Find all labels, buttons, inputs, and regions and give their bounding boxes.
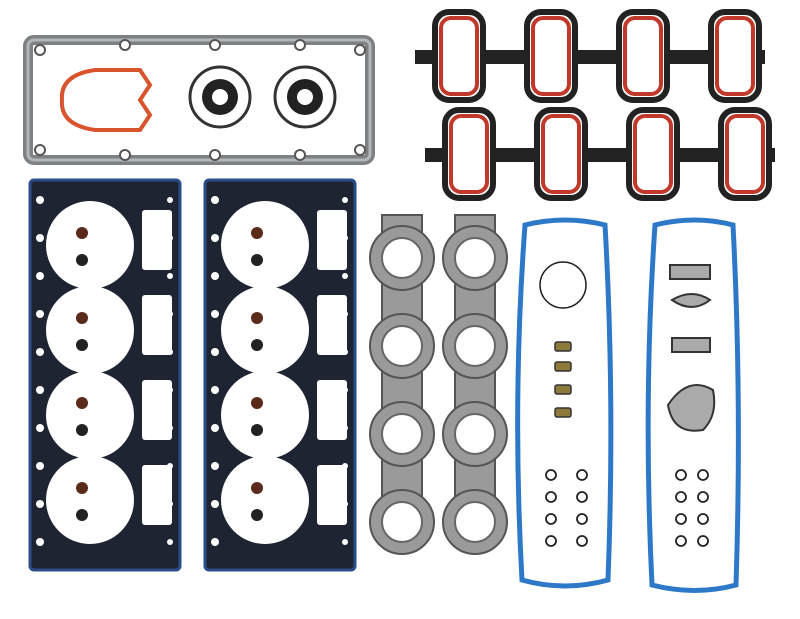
exhaust-port — [381, 237, 423, 279]
intake-gasket — [425, 107, 775, 201]
small-parts — [539, 261, 716, 547]
cylinder-bore — [221, 286, 309, 374]
head-gasket — [28, 178, 182, 572]
valley-cover-gasket — [23, 35, 375, 165]
cylinder-bore — [46, 286, 134, 374]
exhaust-gasket — [442, 214, 508, 555]
cylinder-bore — [221, 201, 309, 289]
cylinder-head-gaskets — [28, 178, 357, 572]
orange-seal — [59, 68, 153, 132]
exhaust-manifold-gaskets — [369, 214, 508, 555]
valve-cover-gasket-right — [645, 217, 741, 593]
exhaust-gasket — [369, 214, 435, 555]
head-gasket — [203, 178, 357, 572]
round-seal-1 — [188, 65, 252, 129]
exhaust-port — [454, 237, 496, 279]
exhaust-port — [381, 501, 423, 543]
bolt-holes — [34, 39, 366, 161]
cylinder-bore — [221, 371, 309, 459]
intake-manifold-gaskets — [415, 9, 775, 201]
cylinder-bore — [46, 371, 134, 459]
exhaust-port — [454, 501, 496, 543]
intake-gasket — [415, 9, 765, 103]
valve-cover-gasket-left — [515, 217, 614, 589]
round-seal-2 — [273, 65, 337, 129]
exhaust-port — [381, 325, 423, 367]
exhaust-port — [381, 413, 423, 455]
exhaust-port — [454, 325, 496, 367]
exhaust-port — [454, 413, 496, 455]
cylinder-bore — [221, 456, 309, 544]
cylinder-bore — [46, 201, 134, 289]
cylinder-bore — [46, 456, 134, 544]
